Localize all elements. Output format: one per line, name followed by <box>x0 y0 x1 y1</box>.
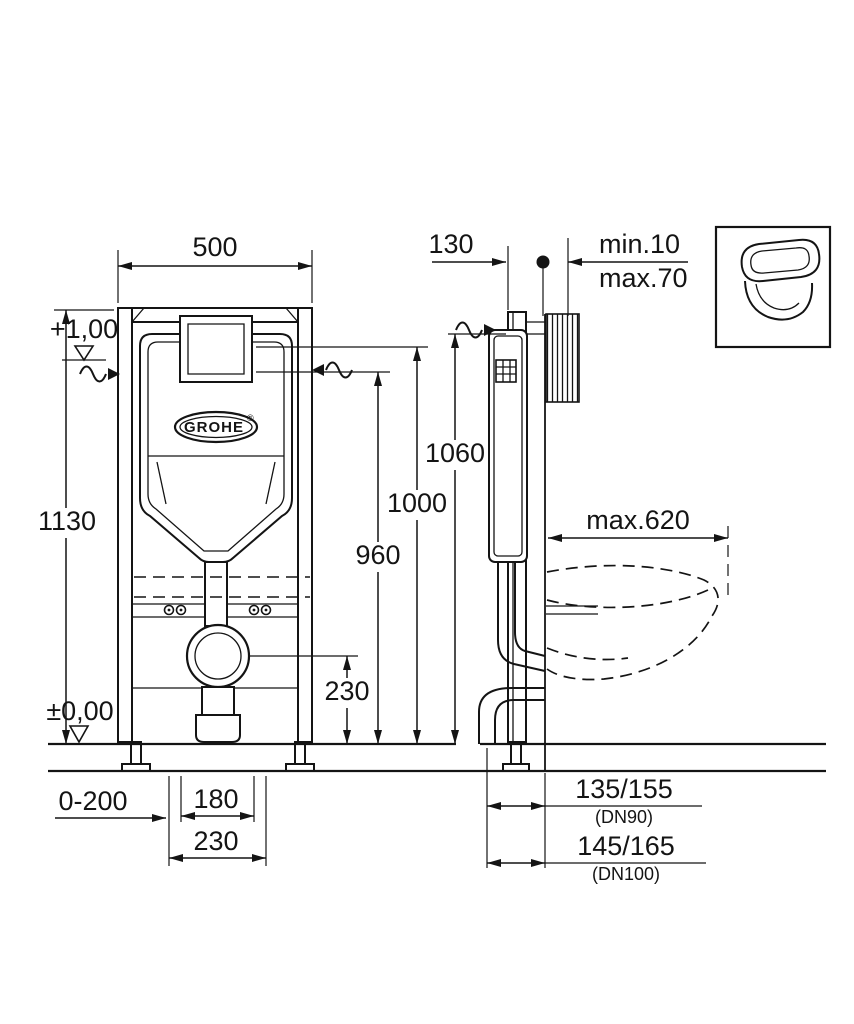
dim-wall-bracket-range: min.10 max.70 <box>567 229 688 316</box>
dimensions: 500 1130 +1,00 ±0,00 230 <box>38 229 729 884</box>
wall-hung-toilet-icon <box>714 225 832 349</box>
dim-frame-width: 500 <box>117 232 313 303</box>
datum-floor-label: ±0,00 <box>46 696 113 726</box>
finished-wall-dashed-lines <box>134 576 310 598</box>
dim-frame-depth: 130 <box>428 229 550 316</box>
registered-mark: ® <box>247 413 254 423</box>
water-connection-right-icon <box>312 361 353 379</box>
grohe-logo: GROHE ® <box>173 410 259 444</box>
dim-fixing-span-outer: 230 <box>169 826 266 862</box>
datum-level-top: +1,00 <box>50 314 118 362</box>
dim-wall-bracket-min-label: min.10 <box>599 229 680 259</box>
dim-plate-top-height: 1000 <box>256 346 448 744</box>
dim-floor-buildup: 0-200 <box>55 786 166 822</box>
dim-outlet-dn100-label: 145/165 <box>577 831 675 861</box>
flush-bend-opening <box>185 623 251 689</box>
datum-top-label: +1,00 <box>50 314 118 344</box>
dim-frame-depth-label: 130 <box>428 229 473 259</box>
dim-frame-height: 1130 <box>38 309 114 744</box>
frame-feet <box>121 741 315 772</box>
fixing-bolts <box>163 604 272 616</box>
front-view-frame: GROHE ® <box>79 307 353 772</box>
dim-outlet-dn100-note: (DN100) <box>592 864 660 884</box>
toilet-bowl-dashed-outline <box>546 564 719 681</box>
flush-pipe <box>204 561 228 627</box>
wall-bracket-hatch <box>545 313 580 403</box>
dim-frame-width-label: 500 <box>192 232 237 262</box>
dim-outlet-dn90-label: 135/155 <box>575 774 673 804</box>
water-connection-left-icon <box>79 365 120 383</box>
side-flush-bend <box>478 562 546 744</box>
water-connection-side-icon <box>455 321 496 339</box>
dim-frame-height-label: 1130 <box>38 506 96 536</box>
dim-side-height: 1060 <box>424 333 506 744</box>
datum-level-floor: ±0,00 <box>46 696 114 744</box>
dim-plate-top-height-label: 1000 <box>387 488 447 518</box>
dim-outlet-dn100: 145/165 (DN100) <box>487 831 706 884</box>
dim-fixing-span-outer-label: 230 <box>193 826 238 856</box>
dim-floor-buildup-label: 0-200 <box>58 786 127 816</box>
dim-wall-bracket-max-label: max.70 <box>599 263 688 293</box>
side-view-frame <box>455 311 719 772</box>
wall-fixing-point <box>536 255 550 269</box>
dim-fixing-span-inner-label: 180 <box>193 784 238 814</box>
dim-fixing-span-inner: 180 <box>181 784 254 820</box>
cistern-side-section <box>488 329 528 563</box>
dim-bowl-projection-label: max.620 <box>586 505 690 535</box>
floor-lines <box>48 742 826 773</box>
frame-right-rail <box>297 307 313 743</box>
flush-plate-shaft <box>179 315 253 383</box>
dim-outlet-dn90: 135/155 (DN90) <box>487 774 702 827</box>
frame-left-rail <box>117 307 133 743</box>
dim-bowl-projection: max.620 <box>548 505 729 598</box>
dim-plate-center-height-label: 960 <box>355 540 400 570</box>
dim-plate-center-height: 960 <box>256 371 404 744</box>
dim-outlet-dn90-note: (DN90) <box>595 807 653 827</box>
dim-flush-bend-height-label: 230 <box>324 676 369 706</box>
outlet-elbow <box>195 686 241 743</box>
dim-side-height-label: 1060 <box>425 438 485 468</box>
grohe-logo-text: GROHE <box>184 419 244 436</box>
dim-flush-bend-height: 230 <box>250 655 373 744</box>
